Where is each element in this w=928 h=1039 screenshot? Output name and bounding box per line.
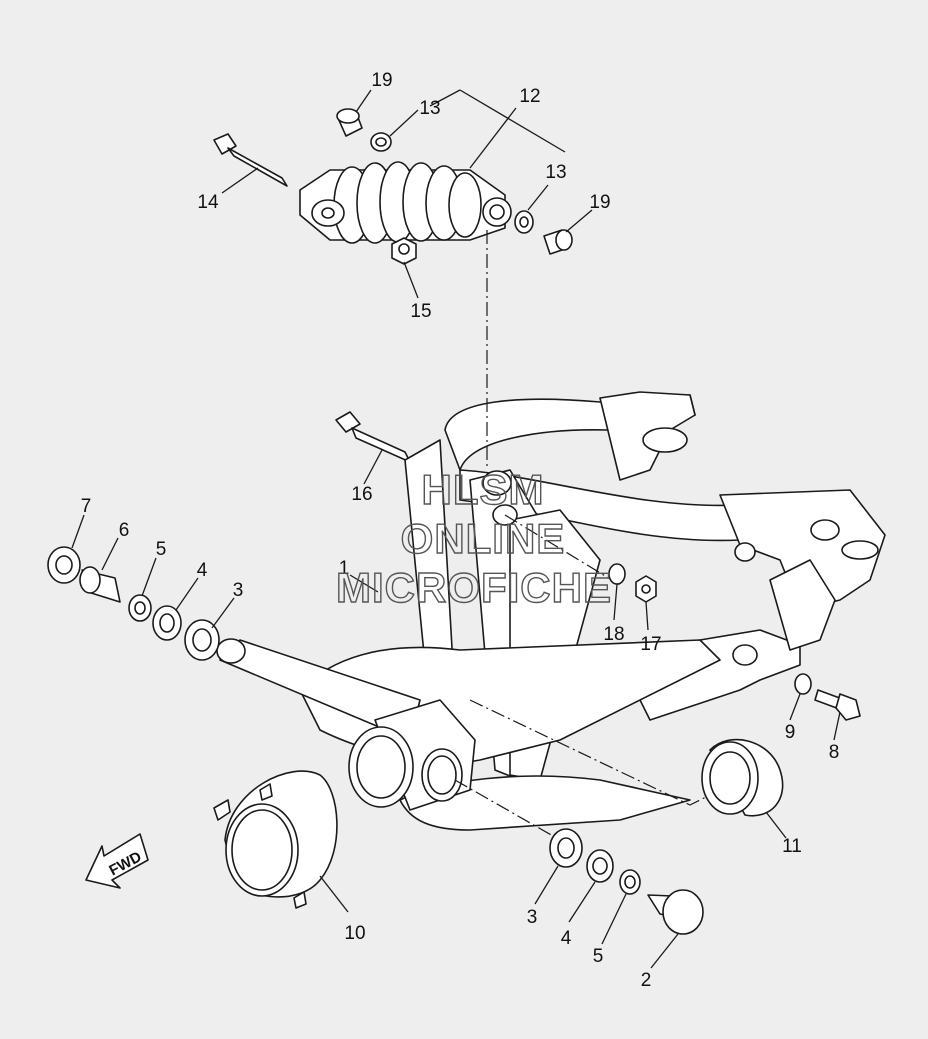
forward-arrow-icon: FWD [85,833,149,889]
watermark-line-1: HLSM [422,466,545,513]
callout-19-top: 19 [371,70,392,91]
nut-15 [391,237,417,265]
washer-13-left [370,132,392,152]
swingarm-frame [216,391,886,831]
callout-16: 16 [351,484,372,505]
washer-5-left [128,594,152,622]
callout-3-left: 3 [233,580,244,601]
callout-numbers: 19 13 12 13 19 14 15 16 7 6 5 4 3 1 18 1… [81,70,840,991]
callout-7: 7 [81,496,92,517]
callout-5-right: 5 [593,946,604,967]
leader-lines [71,89,841,969]
watermark-line-3: MICROFICHE [336,564,612,611]
collar-19-right [543,229,573,255]
watermark-line-2: ONLINE [401,515,566,562]
callout-4-right: 4 [561,928,572,949]
pivot-shaft-6 [79,566,121,603]
callout-4-left: 4 [197,560,208,581]
bearing-3-right [549,828,583,868]
oil-seal-4-right [586,849,614,883]
bolt-14 [213,133,288,187]
dust-cover-11 [701,738,784,817]
callout-19-right: 19 [589,192,610,213]
washer-5-right [619,869,641,895]
collar-19-left [336,108,363,137]
oil-seal-4-left [152,605,182,641]
bolt-16 [335,411,411,463]
bearing-3-left [184,619,220,661]
callout-10: 10 [344,923,365,944]
locknut-7 [47,546,81,584]
callout-12: 12 [519,86,540,107]
washer-9 [794,673,812,695]
callout-9: 9 [785,722,796,743]
washer-13-right [514,210,534,234]
callout-6: 6 [119,520,130,541]
nut-17 [635,575,657,603]
dust-cover-10 [213,770,338,909]
rear-shock-absorber [299,161,512,244]
callout-17: 17 [640,634,661,655]
callout-14: 14 [197,192,219,213]
callout-18: 18 [603,624,624,645]
callout-15: 15 [410,301,431,322]
pivot-bolt-2 [647,889,704,935]
callout-5-left: 5 [156,539,167,560]
callout-11: 11 [782,836,802,857]
callout-2: 2 [641,970,652,991]
callout-1: 1 [339,558,350,579]
callout-8: 8 [829,742,840,763]
watermark: HLSM ONLINE MICROFICHE [335,465,612,611]
callout-13-top: 13 [419,98,440,119]
callout-3-right: 3 [527,907,538,928]
bolt-8 [814,689,861,721]
callout-13-right: 13 [545,162,566,183]
